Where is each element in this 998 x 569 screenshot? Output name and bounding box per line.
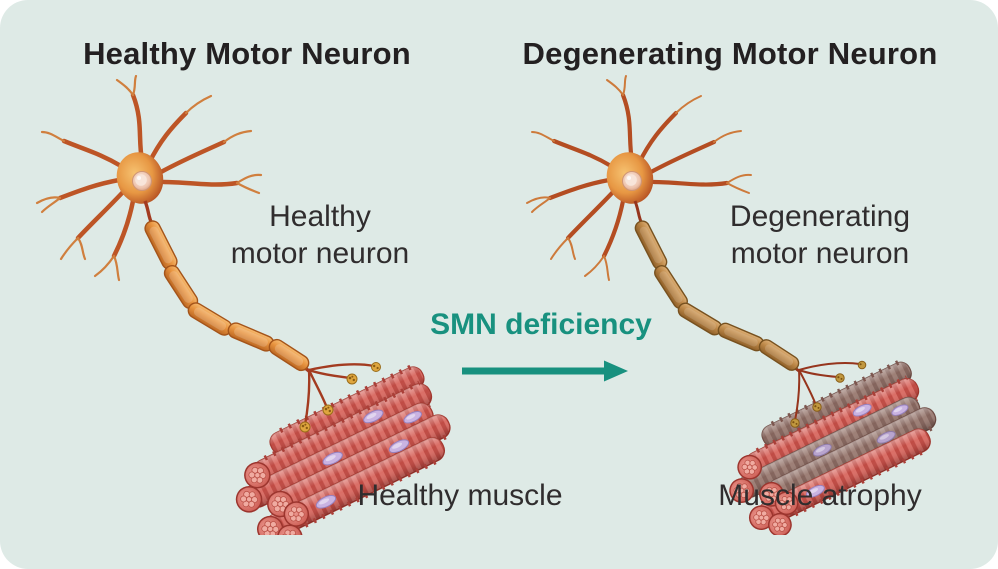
muscle-cross-sections (729, 454, 799, 535)
neuromuscular-junctions (299, 362, 381, 433)
degenerating-neuron (526, 75, 867, 428)
muscle-cell-nuclei (315, 409, 422, 509)
cell-nucleus (622, 171, 642, 191)
smn-deficiency-label: SMN deficiency (430, 308, 652, 341)
right-panel-title: Degenerating Motor Neuron (522, 36, 938, 71)
healthy-muscle-bundle (235, 364, 451, 535)
myelin-sheath (144, 220, 310, 372)
degenerating-neuron-label: Degenerating motor neuron (729, 200, 911, 270)
muscle-atrophy-label: Muscle atrophy (718, 479, 922, 512)
axon-terminals (794, 361, 861, 422)
muscle-cell-nuclei (805, 403, 909, 498)
axon (143, 200, 381, 433)
degenerating-motor-neuron-illustration (526, 75, 937, 535)
axon (633, 200, 867, 428)
right-arrow-icon (462, 360, 628, 382)
left-panel-title: Healthy Motor Neuron (83, 36, 411, 71)
cell-nucleus (132, 171, 152, 191)
atrophied-muscle-bundle (729, 359, 937, 535)
dendrites (35, 75, 263, 282)
healthy-motor-neuron-illustration (35, 75, 451, 535)
healthy-neuron (35, 75, 381, 433)
healthy-neuron-label: Healthy motor neuron (230, 200, 410, 270)
neuromuscular-junctions (790, 360, 867, 428)
healthy-muscle-label: Healthy muscle (357, 479, 563, 512)
muscle-cross-sections (235, 461, 310, 535)
degenerated-myelin-sheath (634, 220, 800, 371)
